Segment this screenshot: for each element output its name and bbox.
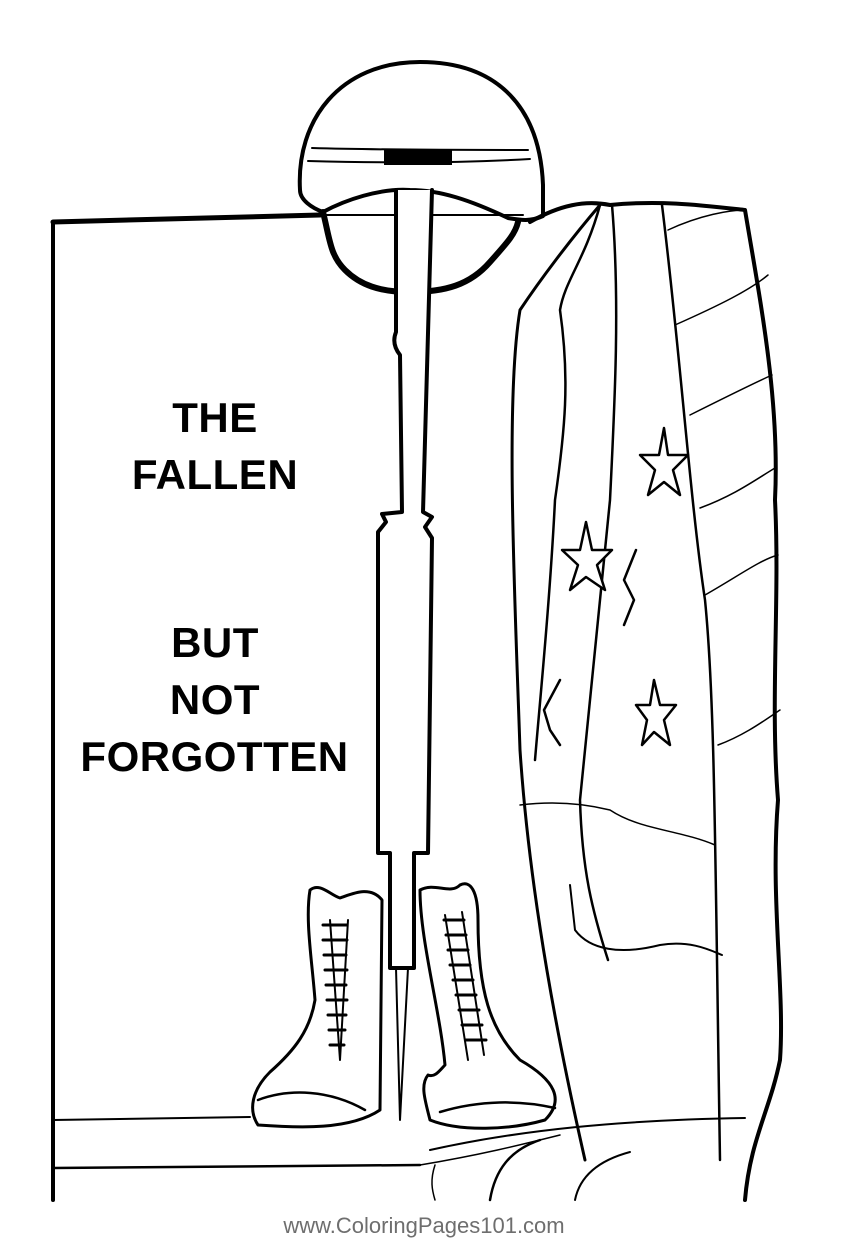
caption-line-the: THE [172, 394, 258, 441]
helmet-icon [297, 60, 545, 295]
site-watermark: www.ColoringPages101.com [283, 1213, 565, 1238]
memorial-board [50, 212, 422, 1202]
boots-icon [251, 882, 557, 1130]
caption-line-not: NOT [169, 676, 261, 723]
flag-icon [510, 200, 784, 1202]
caption-line-but: BUT [171, 619, 259, 666]
caption-line-fallen: FALLEN [131, 451, 299, 498]
rifle-icon [376, 188, 434, 1121]
caption-line-forgotten: FORGOTTEN [80, 733, 349, 780]
draped-fabric-base [419, 1117, 746, 1202]
